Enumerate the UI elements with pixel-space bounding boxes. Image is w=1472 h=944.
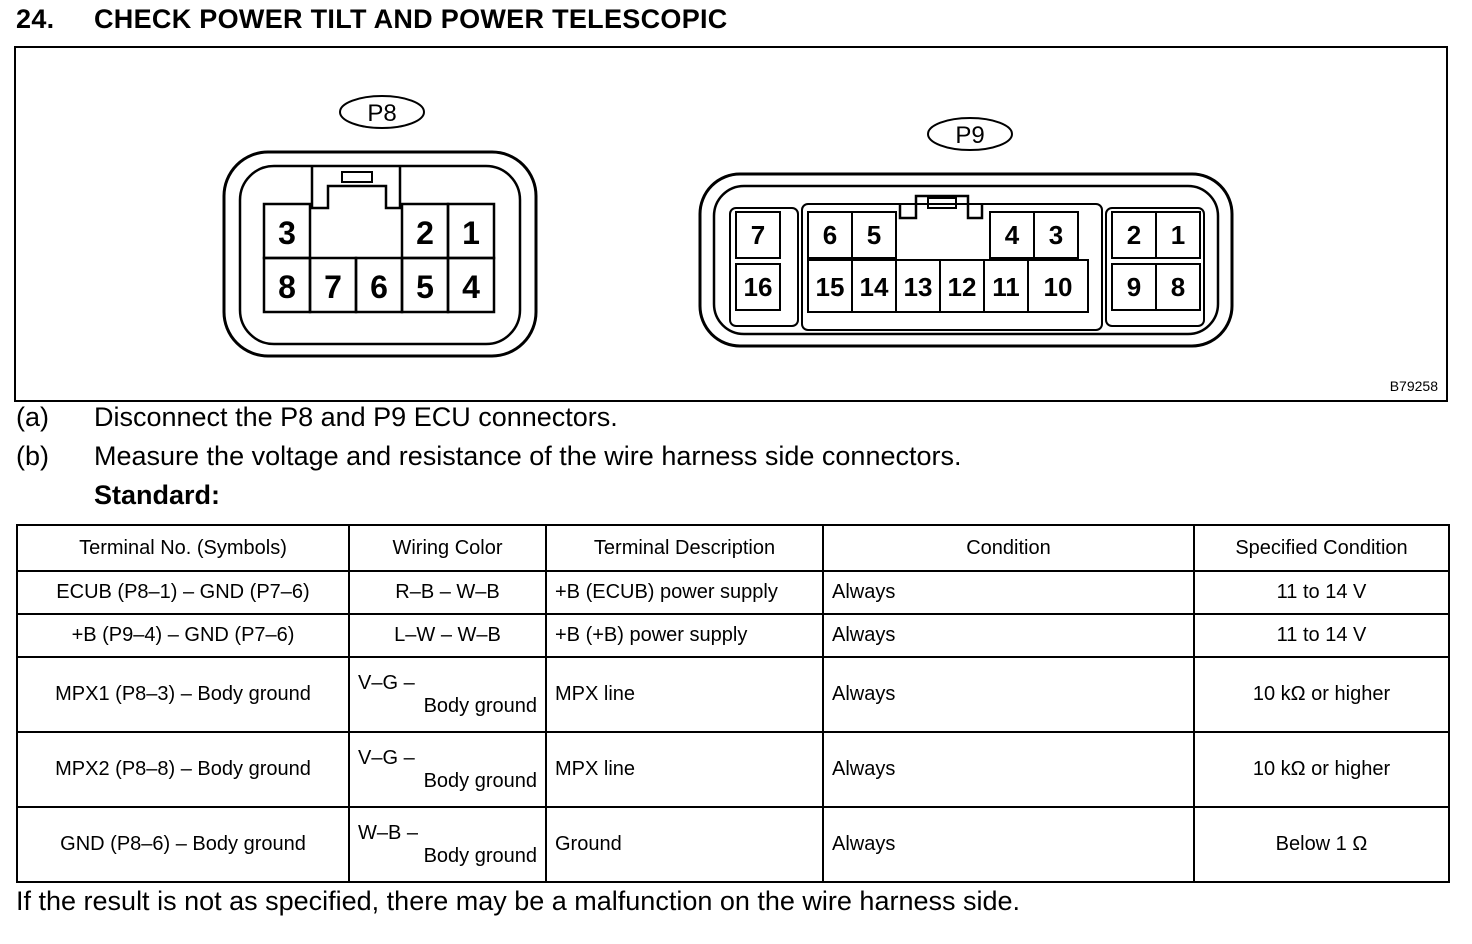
specified-cell: Below 1 Ω (1193, 806, 1450, 883)
wiring-line-2: Body ground (423, 844, 537, 867)
p8-connector: 3 2 1 8 7 6 5 4 (222, 150, 538, 358)
p8-label: P8 (339, 95, 425, 129)
p9-pin: 13 (904, 272, 933, 302)
p8-pin: 8 (278, 269, 296, 305)
condition-cell: Always (822, 731, 1195, 808)
p9-pin: 10 (1044, 272, 1073, 302)
condition-cell: Always (822, 570, 1195, 615)
p9-pin: 5 (867, 220, 881, 250)
description-cell: Ground (545, 806, 824, 883)
p9-connector: 7 6 5 4 3 2 1 16 15 14 13 12 11 10 9 8 (698, 172, 1234, 348)
footer-note: If the result is not as specified, there… (16, 886, 1021, 916)
p8-pin: 3 (278, 215, 296, 251)
p9-pin: 11 (992, 272, 1020, 302)
section-number: 24. (16, 4, 55, 34)
description-cell: +B (ECUB) power supply (545, 570, 824, 615)
step-text: Disconnect the P8 and P9 ECU connectors. (94, 402, 618, 432)
description-cell: +B (+B) power supply (545, 613, 824, 658)
section-title: CHECK POWER TILT AND POWER TELESCOPIC (94, 4, 728, 34)
specified-cell: 10 kΩ or higher (1193, 656, 1450, 733)
table-row: +B (P9–4) – GND (P7–6) L–W – W–B +B (+B)… (16, 613, 1450, 658)
specified-cell: 10 kΩ or higher (1193, 731, 1450, 808)
terminal-cell: GND (P8–6) – Body ground (16, 806, 350, 883)
condition-cell: Always (822, 656, 1195, 733)
connector-figure: P8 3 2 1 8 7 6 5 4 (14, 46, 1448, 402)
terminal-cell: +B (P9–4) – GND (P7–6) (16, 613, 350, 658)
wiring-line-1: V–G – (358, 746, 415, 769)
p9-pin: 9 (1127, 272, 1141, 302)
p9-pin: 12 (948, 272, 977, 302)
column-header: Terminal No. (Symbols) (16, 524, 350, 572)
p9-pin: 4 (1005, 220, 1020, 250)
terminal-cell: MPX2 (P8–8) – Body ground (16, 731, 350, 808)
terminal-cell: MPX1 (P8–3) – Body ground (16, 656, 350, 733)
step-a: (a) Disconnect the P8 and P9 ECU connecto… (16, 402, 618, 433)
column-header: Terminal Description (545, 524, 824, 572)
table-header-row: Terminal No. (Symbols) Wiring Color Term… (16, 524, 1450, 572)
p9-pin: 7 (751, 220, 765, 250)
p9-pin: 15 (816, 272, 845, 302)
column-header: Condition (822, 524, 1195, 572)
table-row: MPX1 (P8–3) – Body ground V–G – Body gro… (16, 656, 1450, 733)
p9-pin: 8 (1171, 272, 1185, 302)
wiring-line-1: V–G – (358, 671, 415, 694)
p9-pin: 1 (1171, 220, 1185, 250)
table-row: ECUB (P8–1) – GND (P7–6) R–B – W–B +B (E… (16, 570, 1450, 615)
wiring-line-2: Body ground (423, 769, 537, 792)
description-cell: MPX line (545, 731, 824, 808)
wiring-line-1: W–B – (358, 821, 419, 844)
wiring-line-2: Body ground (423, 694, 537, 717)
p9-pin: 14 (860, 272, 889, 302)
p8-pin: 1 (462, 215, 480, 251)
table-row: MPX2 (P8–8) – Body ground V–G – Body gro… (16, 731, 1450, 808)
terminal-cell: ECUB (P8–1) – GND (P7–6) (16, 570, 350, 615)
specified-cell: 11 to 14 V (1193, 613, 1450, 658)
wiring-cell: R–B – W–B (348, 570, 547, 615)
p9-label: P9 (927, 117, 1013, 151)
wiring-cell: V–G – Body ground (348, 656, 547, 733)
p9-label-text: P9 (955, 122, 984, 149)
wiring-cell: L–W – W–B (348, 613, 547, 658)
condition-cell: Always (822, 806, 1195, 883)
p8-label-text: P8 (367, 100, 396, 127)
table-row: GND (P8–6) – Body ground W–B – Body grou… (16, 806, 1450, 883)
p9-pin: 6 (823, 220, 837, 250)
step-tag: (b) (16, 441, 49, 471)
connector-diagram: P8 3 2 1 8 7 6 5 4 (222, 95, 1234, 358)
column-header: Wiring Color (348, 524, 547, 572)
wiring-cell: V–G – Body ground (348, 731, 547, 808)
step-b: (b) Measure the voltage and resistance of… (16, 441, 961, 472)
p8-pin: 6 (370, 269, 388, 305)
description-cell: MPX line (545, 656, 824, 733)
step-tag: (a) (16, 402, 49, 432)
p9-pin: 16 (744, 272, 773, 302)
p8-pin: 2 (416, 215, 434, 251)
p9-pin: 3 (1049, 220, 1063, 250)
wiring-cell: W–B – Body ground (348, 806, 547, 883)
step-text: Measure the voltage and resistance of th… (94, 441, 962, 471)
condition-cell: Always (822, 613, 1195, 658)
p8-pin: 5 (416, 269, 434, 305)
specification-table: Terminal No. (Symbols) Wiring Color Term… (16, 524, 1450, 883)
p8-pin: 7 (324, 269, 342, 305)
column-header: Specified Condition (1193, 524, 1450, 572)
figure-id: B79258 (1389, 378, 1438, 394)
specified-cell: 11 to 14 V (1193, 570, 1450, 615)
p9-pin: 2 (1127, 220, 1141, 250)
section-heading: 24. CHECK POWER TILT AND POWER TELESCOPIC (16, 4, 728, 35)
standard-label: Standard: (94, 480, 221, 510)
p8-pin: 4 (462, 269, 480, 305)
